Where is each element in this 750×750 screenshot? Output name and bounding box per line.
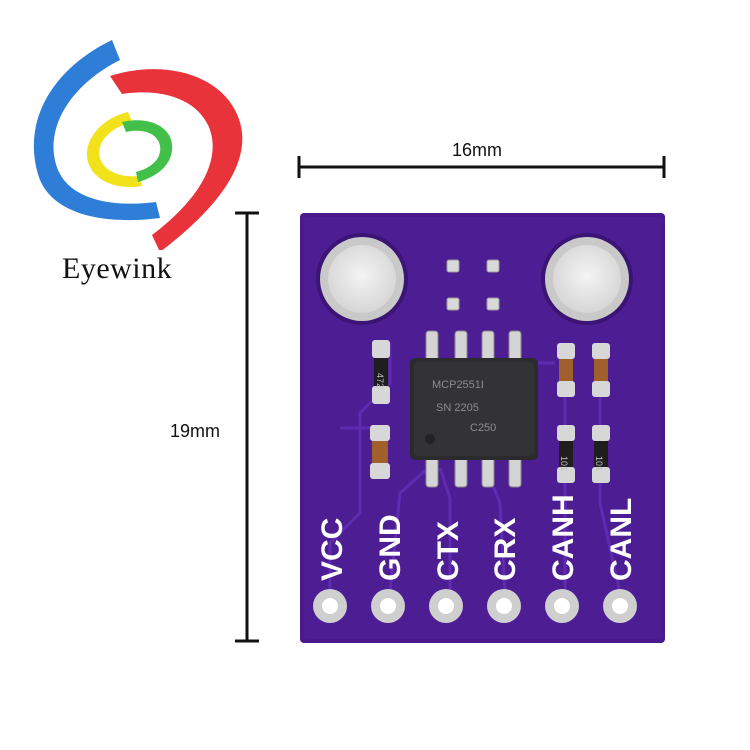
chip-marking-line3: C250: [470, 422, 496, 434]
resistor-472: 472: [372, 340, 390, 404]
chip-marking-line1: MCP2551I: [432, 379, 484, 391]
pin-hole-canh: [545, 589, 579, 623]
pin-hole-crx: [487, 589, 521, 623]
logo-blue-swoosh: [33, 40, 160, 221]
pin-label-canl: CANL: [605, 498, 638, 581]
pin-label-canh: CANH: [547, 494, 580, 581]
pin-label-ctx: CTX: [432, 521, 465, 581]
resistor-472-label: 472: [375, 373, 385, 388]
logo-red-swoosh: [110, 69, 243, 250]
height-label: 19mm: [170, 421, 221, 441]
capacitor-right-2: [592, 343, 610, 397]
resistor-101-left: 101: [557, 425, 575, 483]
logo-green-swoosh: [122, 120, 173, 182]
pin-label-crx: CRX: [489, 518, 522, 581]
pin-header-holes: [313, 589, 637, 623]
resistor-101-right-label: 101: [594, 456, 604, 471]
pcb-board: MCP2551I SN 2205 C250 472 101 101: [300, 213, 665, 643]
mounting-hole-right: [541, 233, 633, 325]
mounting-hole-left: [316, 233, 408, 325]
pin-hole-ctx: [429, 589, 463, 623]
pin-label-gnd: GND: [374, 514, 407, 581]
pin-hole-vcc: [313, 589, 347, 623]
chip-marking-line2: SN 2205: [436, 402, 479, 414]
width-dimension-line: [297, 156, 666, 178]
capacitor-right-1: [557, 343, 575, 397]
pin-hole-canl: [603, 589, 637, 623]
brand-logo: [33, 40, 243, 250]
can-transceiver-chip: MCP2551I SN 2205 C250: [410, 330, 538, 488]
width-label: 16mm: [452, 140, 503, 160]
capacitor-left: [370, 425, 390, 479]
logo-yellow-swoosh: [86, 112, 142, 187]
resistor-101-left-label: 101: [559, 456, 569, 471]
brand-name: Eyewink: [62, 252, 173, 285]
height-dimension-line: [235, 211, 259, 643]
resistor-101-right: 101: [592, 425, 610, 483]
pin-label-vcc: VCC: [316, 518, 349, 581]
capacitor-pads-top: [446, 259, 500, 311]
pin-hole-gnd: [371, 589, 405, 623]
